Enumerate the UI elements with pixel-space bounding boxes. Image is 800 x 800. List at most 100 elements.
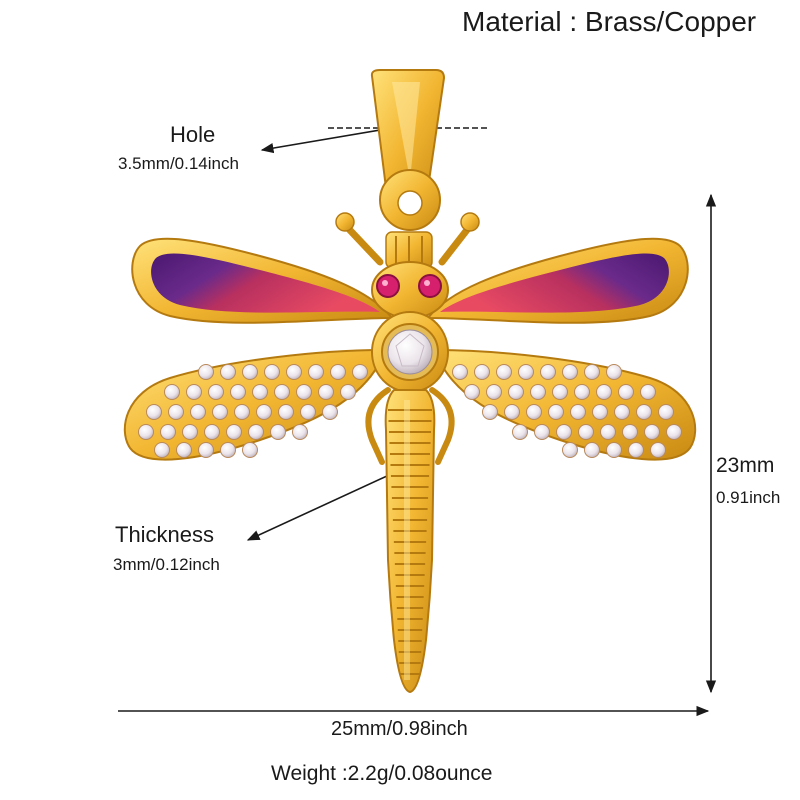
hole-pointer-arrow <box>260 127 393 154</box>
crystal-stone <box>512 424 528 440</box>
crystal-stone <box>274 384 290 400</box>
crystal-stone <box>658 404 674 420</box>
crystal-stone <box>518 364 534 380</box>
crystal-stone <box>618 384 634 400</box>
crystal-stone <box>322 404 338 420</box>
thorax <box>371 311 449 393</box>
crystal-stone <box>530 384 546 400</box>
legs <box>365 387 455 465</box>
hole-title: Hole <box>170 122 216 147</box>
crystal-stone <box>160 424 176 440</box>
crystal-stone <box>570 404 586 420</box>
crystal-stone <box>204 424 220 440</box>
thickness-pointer-arrow <box>246 469 401 541</box>
crystal-stone <box>198 442 214 458</box>
abdomen-segments <box>388 409 432 675</box>
right-eye <box>418 274 442 298</box>
thickness-title: Thickness <box>115 522 215 547</box>
crystal-stone <box>666 424 682 440</box>
crystal-stone <box>614 404 630 420</box>
crystal-stone <box>208 384 224 400</box>
crystal-stone <box>548 404 564 420</box>
left-upper-wing-enamel <box>151 253 380 313</box>
crystal-stone <box>504 404 520 420</box>
crystal-stone <box>168 404 184 420</box>
bail <box>370 69 446 201</box>
abdomen <box>384 389 436 694</box>
crystal-stone <box>352 364 368 380</box>
crystal-stone <box>270 424 286 440</box>
crystal-stone <box>606 442 622 458</box>
crystal-stone <box>220 442 236 458</box>
crystal-stone <box>264 364 280 380</box>
crystal-stone <box>138 424 154 440</box>
crystal-stone <box>464 384 480 400</box>
crystal-stone <box>552 384 568 400</box>
height-mm-label: 23mm <box>716 454 775 477</box>
crystal-stone <box>296 384 312 400</box>
crystal-stone <box>496 364 512 380</box>
crystal-stone <box>636 404 652 420</box>
crystal-stone <box>234 404 250 420</box>
thickness-value: 3mm/0.12inch <box>113 555 220 574</box>
weight-label: Weight :2.2g/0.08ounce <box>271 762 493 785</box>
crystal-stone <box>650 442 666 458</box>
crystal-stone <box>534 424 550 440</box>
crystal-stone <box>292 424 308 440</box>
crystal-stone <box>252 384 268 400</box>
crystal-stone <box>248 424 264 440</box>
left-wing-crystals <box>138 364 368 458</box>
crystal-stone <box>578 424 594 440</box>
crystal-stone <box>574 384 590 400</box>
crystal-stone <box>256 404 272 420</box>
crystal-stone <box>212 404 228 420</box>
crystal-stone <box>300 404 316 420</box>
crystal-stone <box>562 442 578 458</box>
crystal-stone <box>508 384 524 400</box>
crystal-stone <box>220 364 236 380</box>
crystal-stone <box>600 424 616 440</box>
right-wing-crystals <box>452 364 682 458</box>
crystal-stone <box>242 364 258 380</box>
lower-wings <box>123 348 697 461</box>
crystal-stone <box>176 442 192 458</box>
crystal-stone <box>486 384 502 400</box>
antennae <box>335 212 480 269</box>
crystal-stone <box>186 384 202 400</box>
crystal-stone <box>226 424 242 440</box>
head <box>371 261 449 319</box>
crystal-stone <box>242 442 258 458</box>
height-inch-label: 0.91inch <box>716 488 781 507</box>
crystal-stone <box>164 384 180 400</box>
crystal-stone <box>592 404 608 420</box>
crystal-stone <box>526 404 542 420</box>
material-label: Material : Brass/Copper <box>462 6 757 37</box>
center-crystal <box>387 329 433 375</box>
crystal-stone <box>452 364 468 380</box>
crystal-stone <box>482 404 498 420</box>
crystal-stone <box>540 364 556 380</box>
crystal-stone <box>606 364 622 380</box>
crystal-stone <box>584 364 600 380</box>
hole-value: 3.5mm/0.14inch <box>118 154 239 173</box>
crystal-stone <box>190 404 206 420</box>
crystal-stone <box>198 364 214 380</box>
crystal-stone <box>154 442 170 458</box>
crystal-stone <box>230 384 246 400</box>
left-eye <box>376 274 400 298</box>
crystal-stone <box>640 384 656 400</box>
crystal-stone <box>628 442 644 458</box>
crystal-stone <box>596 384 612 400</box>
crystal-stone <box>182 424 198 440</box>
hanging-loop <box>379 169 441 231</box>
crystal-stone <box>340 384 356 400</box>
crystal-stone <box>308 364 324 380</box>
crystal-stone <box>584 442 600 458</box>
upper-wings <box>131 237 689 324</box>
crystal-stone <box>318 384 334 400</box>
crystal-stone <box>562 364 578 380</box>
crystal-stone <box>286 364 302 380</box>
crystal-stone <box>330 364 346 380</box>
crystal-stone <box>644 424 660 440</box>
